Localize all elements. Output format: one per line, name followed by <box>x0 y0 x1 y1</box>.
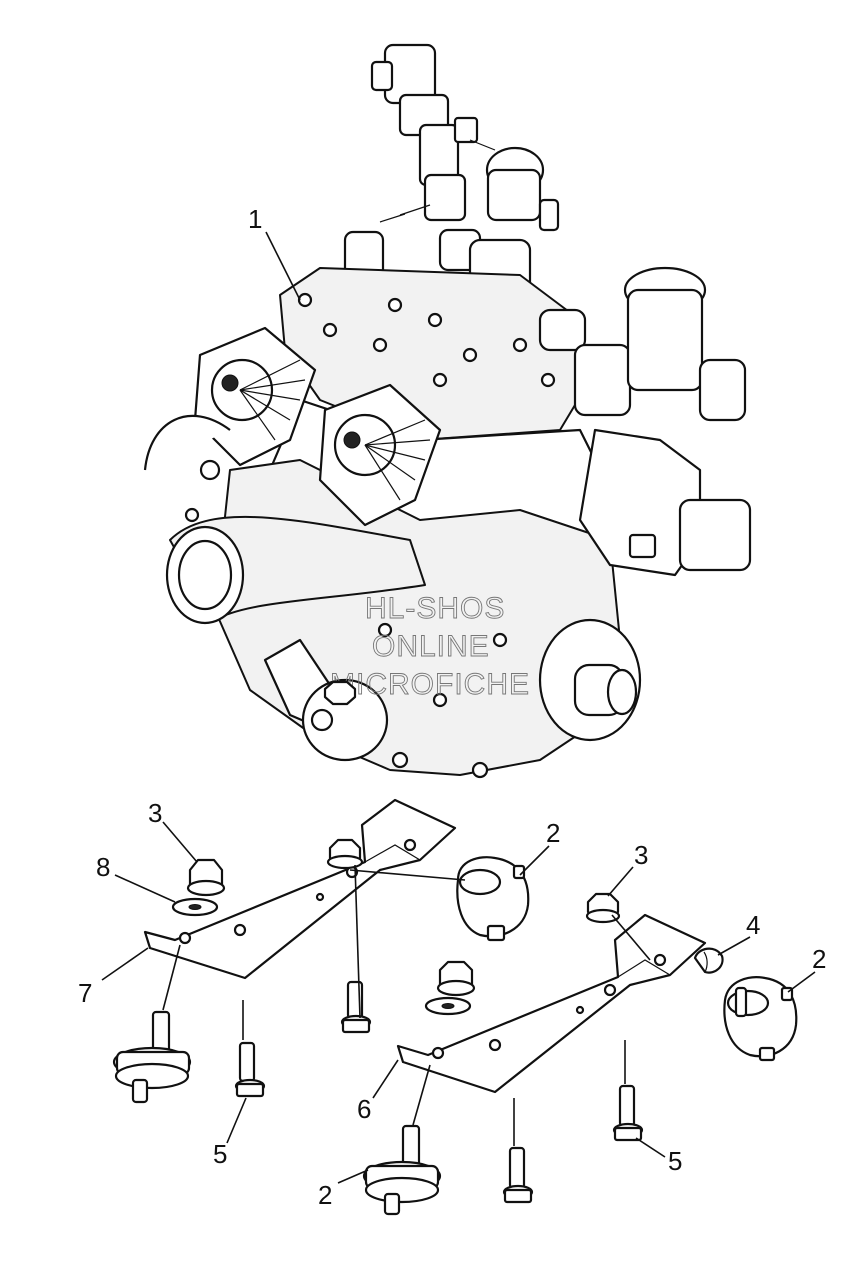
alignment-lines <box>162 864 651 1146</box>
flange-nut-right-top <box>585 892 621 924</box>
callout-2-upper: 2 <box>546 818 560 848</box>
washer-left <box>171 897 219 917</box>
flange-nut-top-center <box>326 838 364 870</box>
rubber-mount-right-lower <box>362 1124 442 1216</box>
head-bolts <box>297 292 556 388</box>
reed-valve-right <box>318 383 442 527</box>
washer-right <box>424 996 472 1016</box>
callout-5-left: 5 <box>213 1139 227 1169</box>
spacer-4 <box>693 947 724 974</box>
callout-2-lower: 2 <box>318 1180 332 1210</box>
watermark: HL-SHOS ONLINE MICROFICHE <box>330 592 530 702</box>
bolt-left-a <box>234 1041 266 1098</box>
callout-3-right: 3 <box>634 840 648 870</box>
callout-6: 6 <box>357 1094 371 1124</box>
flange-nut-top-left <box>323 680 357 706</box>
fuel-pump <box>379 146 560 232</box>
rubber-mount-upper-center <box>456 856 530 942</box>
lower-crankcase-details <box>263 618 642 779</box>
flange-nut-right-center <box>436 960 476 997</box>
engine-assembly <box>143 43 752 779</box>
mount-bracket-left <box>143 798 457 980</box>
watermark-line-3: MICROFICHE <box>330 668 530 701</box>
callout-leaders <box>101 231 816 1184</box>
rubber-mount-left <box>112 1010 192 1104</box>
rubber-mount-right-upper <box>723 976 798 1062</box>
callouts: 1 2 2 2 3 3 4 5 5 6 7 8 <box>78 204 826 1210</box>
carburetors <box>538 266 752 577</box>
mount-bracket-right <box>396 913 707 1094</box>
watermark-line-2: ONLINE <box>372 630 490 663</box>
callout-7: 7 <box>78 978 92 1008</box>
callout-8: 8 <box>96 852 110 882</box>
callout-2-right: 2 <box>812 944 826 974</box>
callout-3-left: 3 <box>148 798 162 828</box>
callout-5-right: 5 <box>668 1146 682 1176</box>
watermark-line-1: HL-SHOS <box>365 592 505 625</box>
bolt-right-a <box>502 1146 534 1204</box>
ignition-coil <box>370 43 496 187</box>
bolt-left-b <box>340 980 372 1034</box>
bolt-right-b <box>612 1084 644 1142</box>
flange-nut-left <box>186 858 226 897</box>
callout-4: 4 <box>746 910 760 940</box>
intake-pipe <box>143 414 426 625</box>
callout-1: 1 <box>248 204 262 234</box>
